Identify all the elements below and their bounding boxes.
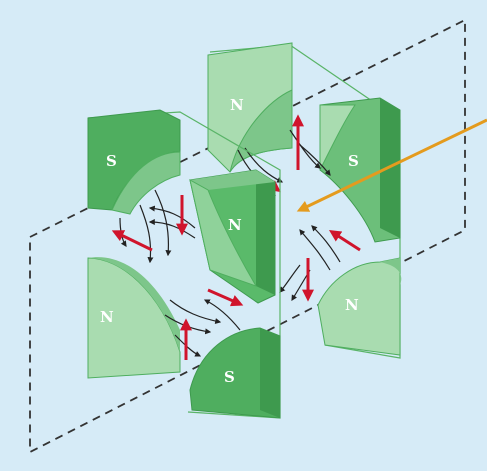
front-label-n-center: N xyxy=(228,216,242,234)
back-n-bottom xyxy=(318,258,400,355)
front-label-n-bottom: N xyxy=(100,308,114,326)
front-label-s-top: S xyxy=(106,152,117,170)
back-label-s-top: S xyxy=(348,152,359,170)
back-label-n-top: N xyxy=(230,96,244,114)
front-label-s-bottom: S xyxy=(224,368,235,386)
back-label-n-bottom: N xyxy=(345,296,359,314)
